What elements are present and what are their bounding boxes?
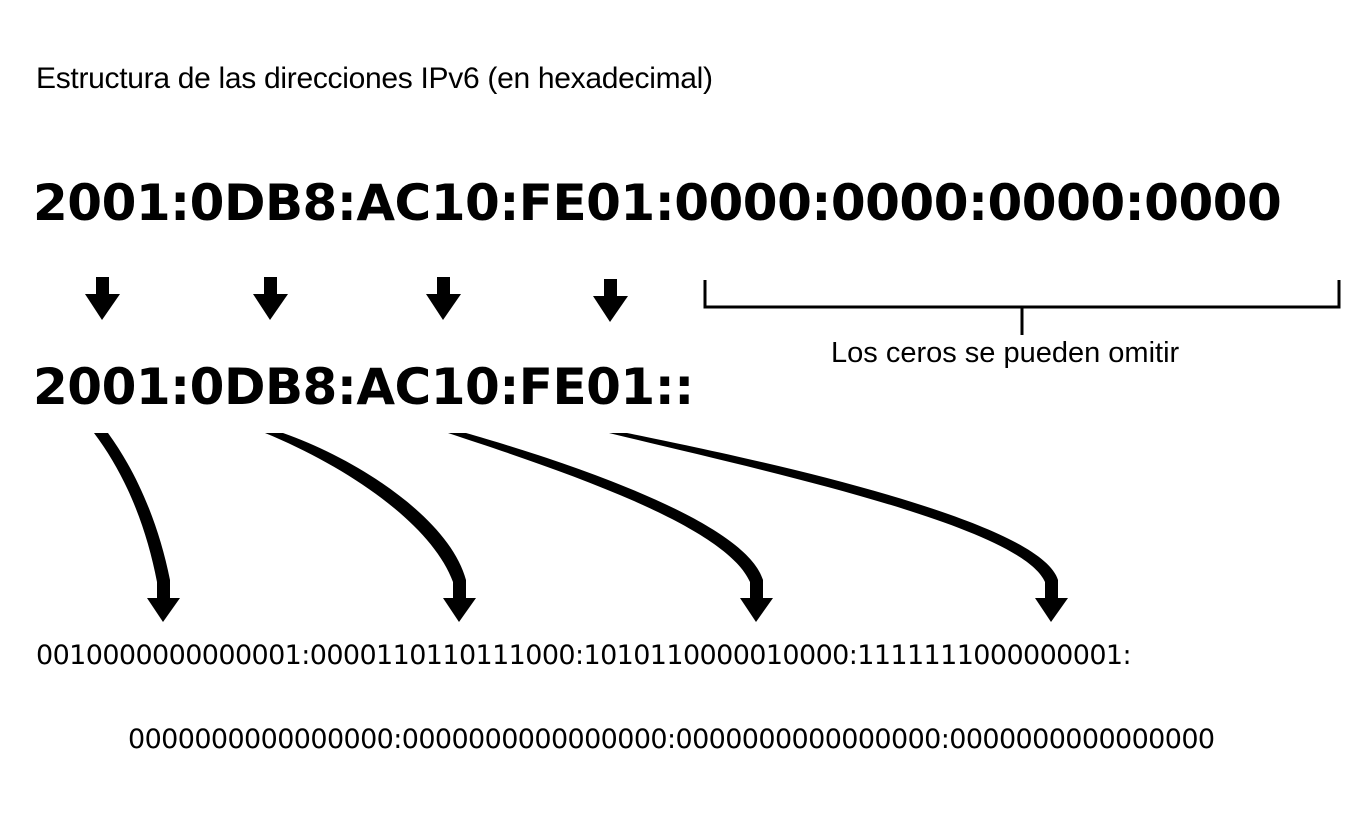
curved-arrow-down-icon	[265, 433, 476, 622]
ipv6-compressed-address: 2001:0DB8:AC10:FE01::	[33, 358, 694, 416]
bracket-note: Los ceros se pueden omitir	[831, 337, 1180, 369]
arrow-down-icon	[85, 277, 120, 320]
diagram-title: Estructura de las direcciones IPv6 (en h…	[36, 62, 713, 95]
curved-arrow-down-icon	[448, 433, 773, 622]
arrow-down-icon	[253, 277, 288, 320]
ipv6-full-address: 2001:0DB8:AC10:FE01:0000:0000:0000:0000	[33, 174, 1282, 232]
arrow-down-icon	[426, 277, 461, 320]
arrow-down-icon	[593, 279, 628, 322]
binary-line-2: 0000000000000000:0000000000000000:000000…	[128, 724, 1215, 755]
bracket-icon	[703, 280, 1341, 335]
curved-arrow-down-icon	[609, 433, 1068, 622]
binary-line-1: 0010000000000001:0000110110111000:101011…	[36, 640, 1132, 671]
curved-arrow-down-icon	[94, 433, 180, 622]
